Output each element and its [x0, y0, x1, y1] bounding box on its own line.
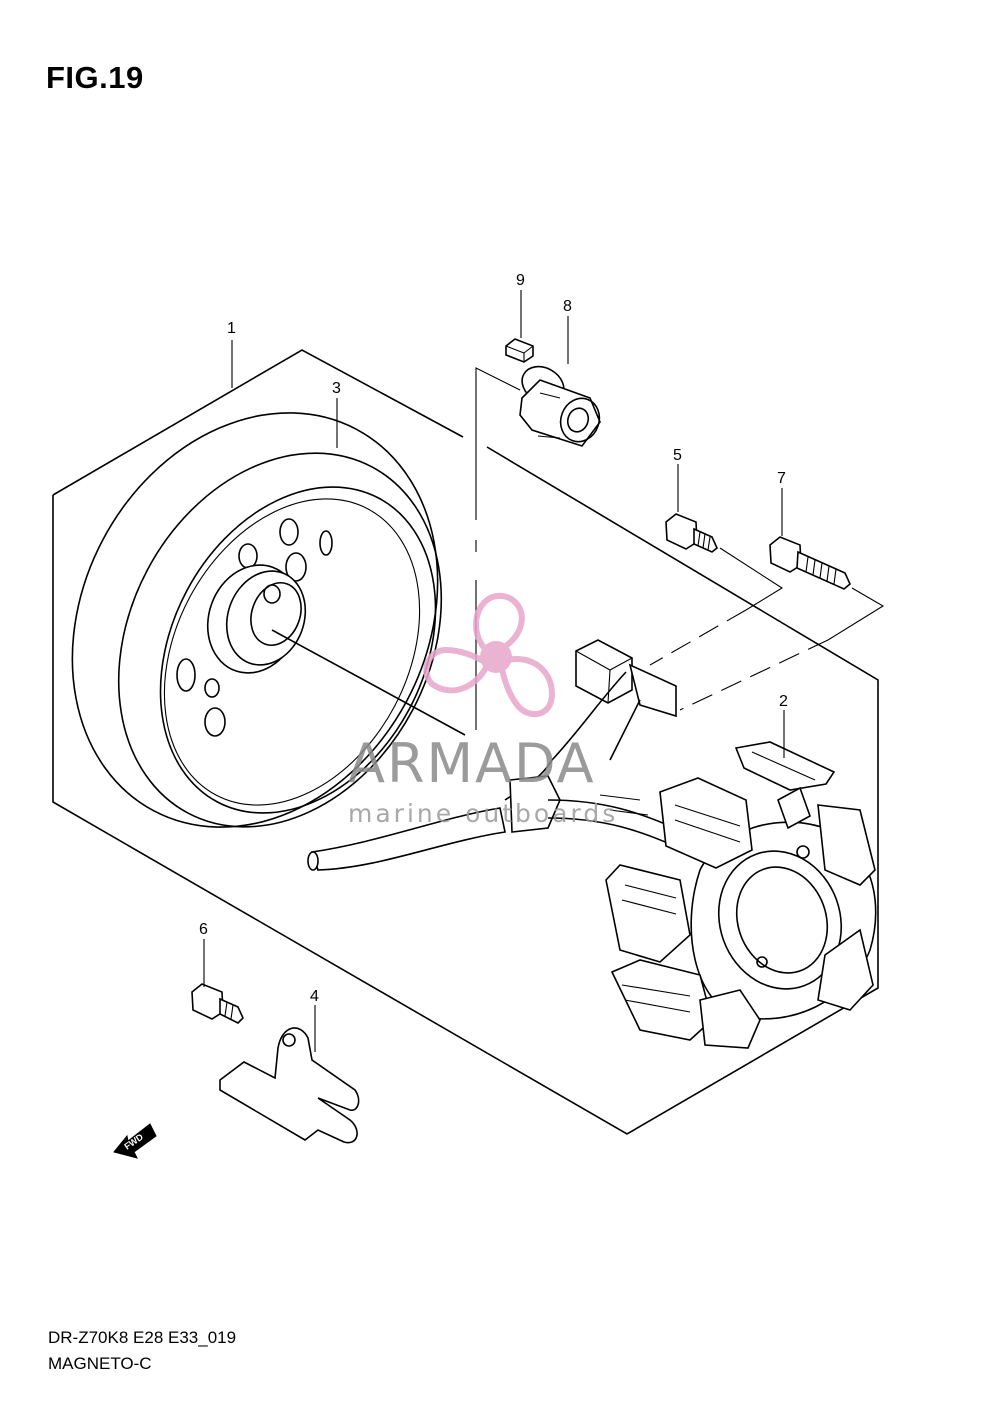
assembly-outline [52, 349, 879, 1135]
flange-nut [519, 365, 601, 447]
woodruff-key [505, 338, 534, 363]
fwd-arrow-icon: FWD [113, 1123, 157, 1159]
watermark-brand: ARMADA [348, 732, 596, 795]
callout-1: 1 [227, 320, 236, 337]
rotor-flywheel [71, 412, 466, 828]
armada-watermark: ARMADA marine outboards [348, 593, 618, 828]
callout-3: 3 [332, 380, 341, 397]
bolt-item-6 [191, 983, 244, 1024]
callout-4: 4 [310, 988, 319, 1005]
watermark-tagline: marine outboards [348, 799, 618, 828]
figure-title: FIG.19 [46, 60, 144, 95]
figure-name: MAGNETO-C [48, 1354, 152, 1373]
leader-lines [203, 290, 785, 1052]
screw-item-7 [679, 536, 885, 711]
callout-9: 9 [516, 272, 525, 289]
callout-5: 5 [673, 447, 682, 464]
stator [605, 741, 877, 1049]
figure-code: DR-Z70K8 E28 E33_019 [48, 1328, 237, 1347]
wire-clamp [219, 1027, 360, 1144]
callout-6: 6 [199, 921, 208, 938]
callout-8: 8 [563, 298, 572, 315]
propeller-logo-icon [423, 593, 556, 718]
callout-2: 2 [779, 693, 788, 710]
bolt-item-5 [649, 513, 784, 666]
callout-7: 7 [777, 470, 786, 487]
